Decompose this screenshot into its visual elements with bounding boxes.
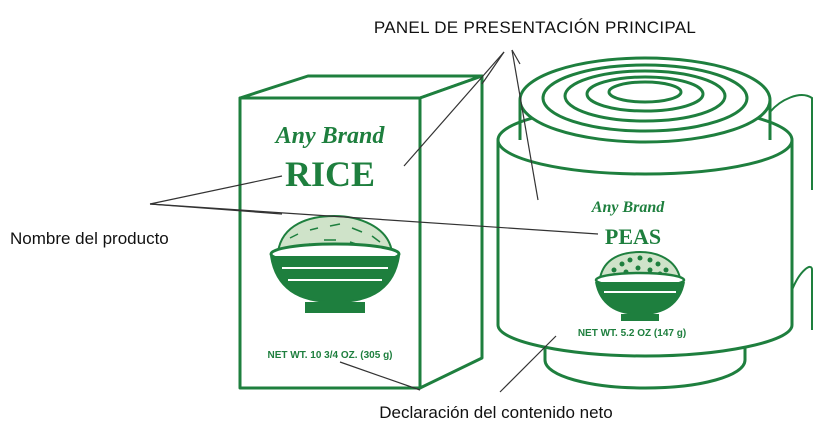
peas-bowl-icon bbox=[594, 250, 686, 321]
peas-net-weight: NET WT. 5.2 OZ (147 g) bbox=[578, 328, 686, 339]
main-panel-pointer-can-2 bbox=[511, 49, 521, 65]
main-panel-pointer-can bbox=[511, 49, 539, 201]
peas-brand: Any Brand bbox=[591, 199, 665, 216]
product-name-pointer-peas bbox=[149, 203, 599, 235]
main-panel-label: PANEL DE PRESENTACIÓN PRINCIPAL bbox=[374, 18, 696, 37]
rice-brand: Any Brand bbox=[274, 123, 386, 149]
peas-can-body bbox=[496, 140, 794, 358]
peas-can bbox=[496, 56, 794, 390]
product-name-label: Nombre del producto bbox=[10, 229, 169, 248]
product-name-pointer-rice bbox=[149, 175, 283, 205]
rice-net-weight: NET WT. 10 3/4 OZ. (305 g) bbox=[267, 350, 392, 361]
rice-box-side bbox=[418, 74, 484, 390]
leader-lines bbox=[149, 49, 599, 393]
net-contents-pointer-peas bbox=[499, 335, 557, 393]
main-panel-pointer-box bbox=[403, 51, 505, 167]
rice-bowl-icon bbox=[269, 214, 401, 313]
peas-can-wrap-line bbox=[769, 94, 813, 330]
net-contents-label: Declaración del contenido neto bbox=[379, 403, 612, 422]
net-contents-pointer-rice bbox=[339, 361, 421, 391]
peas-product-name: PEAS bbox=[605, 224, 661, 249]
rice-product-name: RICE bbox=[285, 154, 375, 194]
main-panel-pointer-box-2 bbox=[481, 51, 505, 85]
